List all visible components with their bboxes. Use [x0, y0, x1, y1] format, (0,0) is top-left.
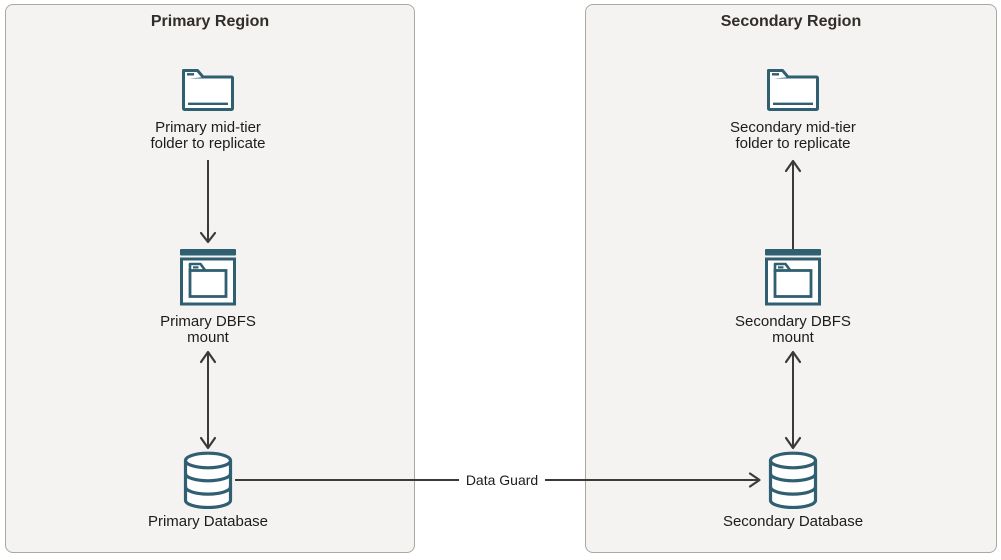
node-label: Primary DBFS mount — [160, 313, 256, 346]
arrow-dbfs-db-bidirectional — [199, 350, 217, 450]
dbfs-window-icon — [765, 249, 821, 306]
node-label: Primary Database — [147, 513, 269, 530]
arrow-dbfs-to-folder — [784, 159, 802, 249]
node-label: Primary mid-tier folder to replicate — [150, 119, 266, 152]
data-guard-arrow — [235, 472, 761, 488]
database-icon — [183, 451, 233, 509]
primary-region-title: Primary Region — [150, 13, 270, 30]
node-label: Secondary DBFS mount — [735, 313, 851, 346]
secondary-region-title: Secondary Region — [720, 13, 862, 30]
node-label: Secondary Database — [722, 513, 864, 530]
arrow-dbfs-db-bidirectional — [784, 350, 802, 450]
arrow-folder-to-dbfs — [199, 160, 217, 244]
data-guard-label: Data Guard — [465, 472, 539, 488]
dbfs-window-icon — [180, 249, 236, 306]
database-icon — [768, 451, 818, 509]
folder-icon — [767, 69, 819, 111]
node-label: Secondary mid-tier folder to replicate — [730, 119, 856, 152]
folder-icon — [182, 69, 234, 111]
